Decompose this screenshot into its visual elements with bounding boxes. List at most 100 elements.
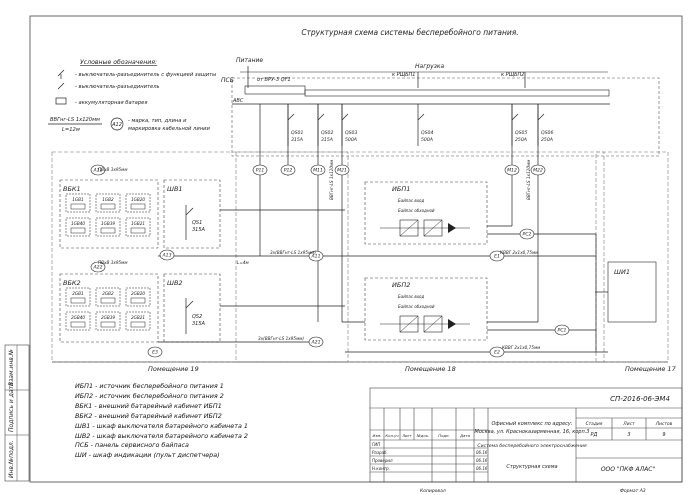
battery-icon — [130, 297, 146, 304]
ups-1-name: ИБП1 — [392, 185, 410, 193]
legend-item: ИБП2 - источник бесперебойного питания 2 — [75, 391, 224, 400]
stamp-stage-value: 9 — [662, 432, 665, 438]
legend-cable-type: ВВГнг-LS 1х120мм — [50, 117, 100, 123]
cable-tag-label: М22 — [533, 168, 543, 174]
cable-tag-label: А11 — [311, 254, 321, 260]
battery-cell — [95, 287, 121, 307]
battery-cell-label: 1GB2 — [102, 197, 114, 202]
cable-label-3: 3х(ВВГнг-LS 1х95мм) — [258, 336, 304, 341]
battery-cell-label: 1GB1 — [72, 197, 84, 202]
feeder-1: от ВРУ-3 QF1 — [257, 77, 291, 83]
battery-cell — [65, 287, 91, 307]
stamp-role: Проверил — [372, 458, 393, 463]
switch-cabinet-2-name: ШВ2 — [167, 279, 183, 287]
breaker-id: QS05 — [515, 130, 527, 136]
legend-symbol-3: - аккумуляторная батарея — [75, 100, 147, 106]
battery-cell-label: 2GB40 — [71, 315, 85, 320]
cable-tag — [334, 164, 350, 176]
breaker-rating: 315А — [321, 137, 333, 143]
cable-tag-label: Р12 — [284, 168, 293, 174]
stamp-col-head: Подп. — [438, 433, 450, 438]
doc-code: СП-2016-06-ЭМ4 — [610, 395, 670, 403]
psb-panel — [231, 77, 660, 157]
cable-label-9: ВВГнг-LS 1х120мм — [526, 160, 531, 200]
switch-1-rating: 315А — [192, 227, 206, 233]
battery-cell-label: 2GB20 — [131, 291, 145, 296]
room-17-boundary — [595, 151, 669, 363]
battery-cell-label: 2GB39 — [101, 315, 115, 320]
stamp-address: Москва, ул. Красноказарменная, 16, корп.… — [475, 429, 590, 435]
cable-tag — [159, 249, 175, 261]
breaker-rating: 315А — [291, 137, 303, 143]
stamp-stage-head: Лист — [622, 421, 635, 427]
stamp-stage-head: Стадия — [586, 421, 603, 427]
breaker-symbol — [511, 113, 519, 121]
legend-cable-mark: А12 — [111, 122, 122, 128]
battery-cell — [95, 193, 121, 213]
cable-tag-label: РС1 — [558, 328, 567, 334]
switch-2-id: QS2 — [192, 314, 202, 320]
battery-cabinet-1: ВБК1 — [59, 179, 159, 249]
cable-tag — [308, 336, 324, 348]
switch-cabinet-1-name: ШВ1 — [167, 185, 183, 193]
cable-label-5: КВВГ 2х1х0,75мм — [500, 250, 538, 255]
ups-1: ИБП1 Байпас вход Байпас обходной — [364, 181, 488, 245]
battery-icon — [100, 321, 116, 328]
battery-icon — [100, 227, 116, 234]
stamp-object: Офисный комплекс по адресу: — [491, 421, 572, 427]
abbreviation-legend: ИБП1 - источник бесперебойного питания 1… — [75, 382, 250, 461]
breaker-rating: 250А — [541, 137, 553, 143]
stamp-system: Система бесперебойного электроснабжения — [477, 443, 586, 449]
legend-cable-length: L=12м — [62, 127, 80, 133]
stamp-date: 06.16 — [476, 458, 488, 463]
stamp-col-head: Лист — [401, 433, 412, 438]
cable-tag — [489, 250, 505, 262]
legend-item: ШВ1 - шкаф выключателя батарейного кабин… — [75, 421, 248, 430]
stamp-col-head: Изм. — [373, 433, 382, 438]
cable-tag — [530, 164, 546, 176]
cable-label-1: ПВхВ 3х95мм — [98, 167, 128, 172]
cable-tag-label: А13 — [162, 253, 172, 259]
cable-tag — [519, 228, 535, 240]
ups-2-line-2: Байпас обходной — [398, 304, 435, 309]
cable-label-4: 3х(ВВГнг-LS 1х95мм) — [270, 250, 316, 255]
cable-tag-label: РС2 — [523, 232, 532, 238]
stamp-role: Разраб. — [372, 450, 388, 455]
battery-cell-label: 1GB40 — [71, 221, 85, 226]
battery-cell-label: 2GB21 — [131, 315, 145, 320]
battery-cell — [125, 287, 151, 307]
switch-1-id: QS1 — [192, 220, 202, 226]
stamp-company: ООО "ПКФ АЛАС" — [601, 466, 656, 473]
diagram-title: Структурная схема системы бесперебойного… — [301, 28, 518, 37]
breaker-symbol — [537, 113, 545, 121]
breaker-id: QS02 — [321, 130, 333, 136]
stamp-format: Формат А3 — [620, 488, 646, 494]
indicator-name: ШИ1 — [614, 268, 630, 276]
breaker-id: QS04 — [421, 130, 433, 136]
feeder-2: к РЩБП1 — [392, 72, 415, 78]
stamp-stage-head: Листов — [655, 421, 673, 427]
legend-item: ВБК1 - внешний батарейный кабинет ИБП1 — [75, 401, 222, 410]
stamp-role: ГИП — [372, 442, 380, 447]
breaker-symbol — [317, 113, 325, 121]
battery-icon — [70, 227, 86, 234]
cable-label-7: L=4м — [237, 260, 249, 265]
legend-symbol-2: - выключатель-разъединитель — [75, 84, 160, 90]
cable-label-6: КВВГ 2х1х0,75мм — [502, 345, 540, 350]
cable-tag — [147, 346, 163, 358]
cable-tag-label: А21 — [311, 340, 321, 346]
battery-icon — [70, 297, 86, 304]
cable-tag-label: А22 — [93, 265, 103, 271]
feeder-3: к РЩБП2 — [501, 72, 524, 78]
cable-tag — [308, 250, 324, 262]
avr-label: АВС — [232, 98, 244, 104]
battery-icon — [100, 297, 116, 304]
cable-tag-label: М21 — [337, 168, 347, 174]
room-19-label: Помещение 19 — [148, 365, 199, 373]
battery-cell — [125, 311, 151, 331]
breaker-symbol — [341, 113, 349, 121]
battery-cell — [125, 193, 151, 213]
